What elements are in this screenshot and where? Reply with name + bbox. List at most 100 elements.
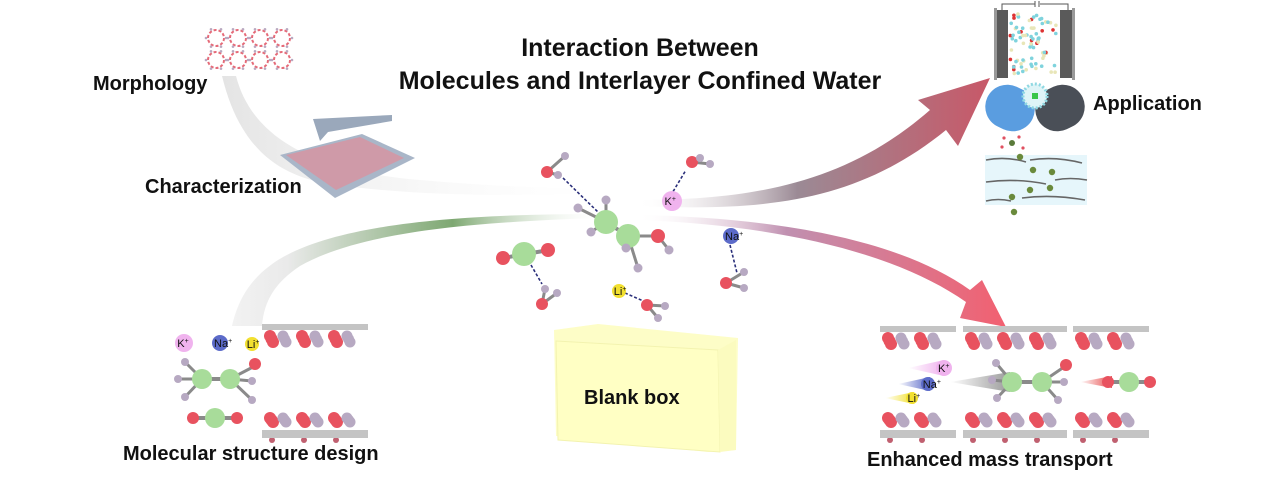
electrolyte-ion xyxy=(1019,62,1023,66)
hydrogen-atom xyxy=(541,285,549,293)
arrow-to-molecular-design xyxy=(232,214,600,326)
hydrogen-dot xyxy=(248,58,252,62)
ion-na-charge: + xyxy=(739,231,743,238)
label-characterization: Characterization xyxy=(145,176,302,198)
electrolyte-ion xyxy=(1054,23,1058,28)
hydrogen-atom xyxy=(312,336,324,348)
hydrogen-atom xyxy=(993,394,1001,402)
hydrogen-dot xyxy=(219,67,223,70)
water-ring xyxy=(229,29,247,47)
oxygen-atom xyxy=(1078,416,1090,428)
hydrogen-atom xyxy=(661,302,669,310)
electrolyte-ion xyxy=(1027,18,1032,23)
ion-li-charge: + xyxy=(622,286,626,293)
electrolyte-ion xyxy=(1034,13,1039,18)
ion-particle xyxy=(1008,193,1016,201)
electrolyte-ion xyxy=(1011,33,1015,38)
hydrogen-atom xyxy=(1091,416,1103,428)
electrolyte-ion xyxy=(1051,28,1055,32)
hydrogen-dot xyxy=(285,67,289,70)
title-line-1: Interaction Between xyxy=(521,34,759,62)
ion-particle xyxy=(1048,168,1056,176)
carbon-atom xyxy=(616,224,640,248)
hydrogen-atom xyxy=(988,376,996,384)
hydrogen-bond xyxy=(530,264,543,285)
water-ring xyxy=(229,51,247,69)
label-application: Application xyxy=(1093,93,1202,115)
hydrogen-dot xyxy=(246,36,250,40)
oxygen-atom xyxy=(496,251,510,265)
oxygen-atom xyxy=(686,156,698,168)
hydrogen-bond xyxy=(562,177,601,215)
transport-ion-na-sphere xyxy=(921,377,935,391)
electrolyte-ion xyxy=(1021,33,1025,38)
electrolyte-ion xyxy=(1021,41,1026,46)
oxygen-atom xyxy=(1110,416,1122,428)
electrolyte-ion xyxy=(1012,16,1016,20)
hydrogen-dot xyxy=(275,28,279,31)
electrolyte-ion xyxy=(1009,21,1013,26)
electrolyte-ion xyxy=(1029,41,1033,46)
ion-particle xyxy=(1010,208,1018,216)
electrolyte-ion xyxy=(1039,64,1044,68)
hydrogen-dot xyxy=(268,36,272,40)
sub-atom xyxy=(1080,437,1086,443)
label-molecular-structure-design: Molecular structure design xyxy=(123,443,379,465)
transport-ion-na-charge: + xyxy=(937,379,941,386)
transport-ion-k: K+ xyxy=(936,360,952,376)
oxygen-atom xyxy=(1000,338,1012,350)
hydrogen-atom xyxy=(553,289,561,297)
label-enhanced-mass-transport: Enhanced mass transport xyxy=(867,449,1113,471)
transport-ion-li-sphere xyxy=(906,392,918,404)
electrolyte-ion xyxy=(1034,62,1038,66)
layer-plate xyxy=(880,326,956,332)
hydrogen-dot xyxy=(209,28,213,31)
hydrogen-dot xyxy=(270,58,274,62)
hydrogen-dot xyxy=(253,50,257,53)
oxygen-atom xyxy=(885,416,897,428)
hydrogen-dot xyxy=(253,67,257,70)
battery-icon xyxy=(985,82,1085,132)
design-ion-li: Li+ xyxy=(245,337,259,351)
water-ring xyxy=(273,51,291,69)
electrolyte-ion xyxy=(1014,59,1018,64)
carbon-atom xyxy=(1002,372,1022,392)
electrolyte-ion xyxy=(1042,54,1046,58)
sub-atom xyxy=(1034,437,1040,443)
electrolyte-ion xyxy=(1018,35,1023,40)
title-line-2: Molecules and Interlayer Confined Water xyxy=(398,67,882,95)
hydrogen-dot xyxy=(231,28,235,31)
electrolyte-ion xyxy=(1030,26,1035,31)
electrolyte-ion xyxy=(1009,48,1014,52)
water-ring xyxy=(251,51,269,69)
hydrogen-dot xyxy=(219,50,223,53)
oxygen-atom xyxy=(541,243,555,257)
hydrogen-dot xyxy=(241,50,245,53)
oxygen-atom xyxy=(885,338,897,350)
hydrogen-atom xyxy=(1060,378,1068,386)
hydrogen-dot xyxy=(219,28,223,31)
design-ion-li-charge: + xyxy=(255,339,259,346)
layer-plate xyxy=(963,326,1067,332)
hydrogen-atom xyxy=(561,152,569,160)
carbon-atom xyxy=(594,210,618,234)
label-morphology: Morphology xyxy=(93,73,208,95)
ion-na-sphere xyxy=(723,228,739,244)
electrolyte-ion xyxy=(1020,26,1025,31)
oxygen-atom xyxy=(1032,416,1044,428)
ion-li: Li+ xyxy=(612,284,626,298)
afm-cantilever xyxy=(313,115,392,141)
hydrogen-dot xyxy=(231,45,235,48)
design-ion-na-charge: + xyxy=(228,338,232,345)
sub-atom xyxy=(887,437,893,443)
electrolyte-ion xyxy=(1023,33,1028,38)
carbon-atom xyxy=(220,369,240,389)
electrolyte-ion xyxy=(1008,33,1013,38)
carbon-atom xyxy=(192,369,212,389)
arrow-to-mass-transport xyxy=(640,215,1006,327)
electrolyte-ion xyxy=(1031,15,1036,19)
